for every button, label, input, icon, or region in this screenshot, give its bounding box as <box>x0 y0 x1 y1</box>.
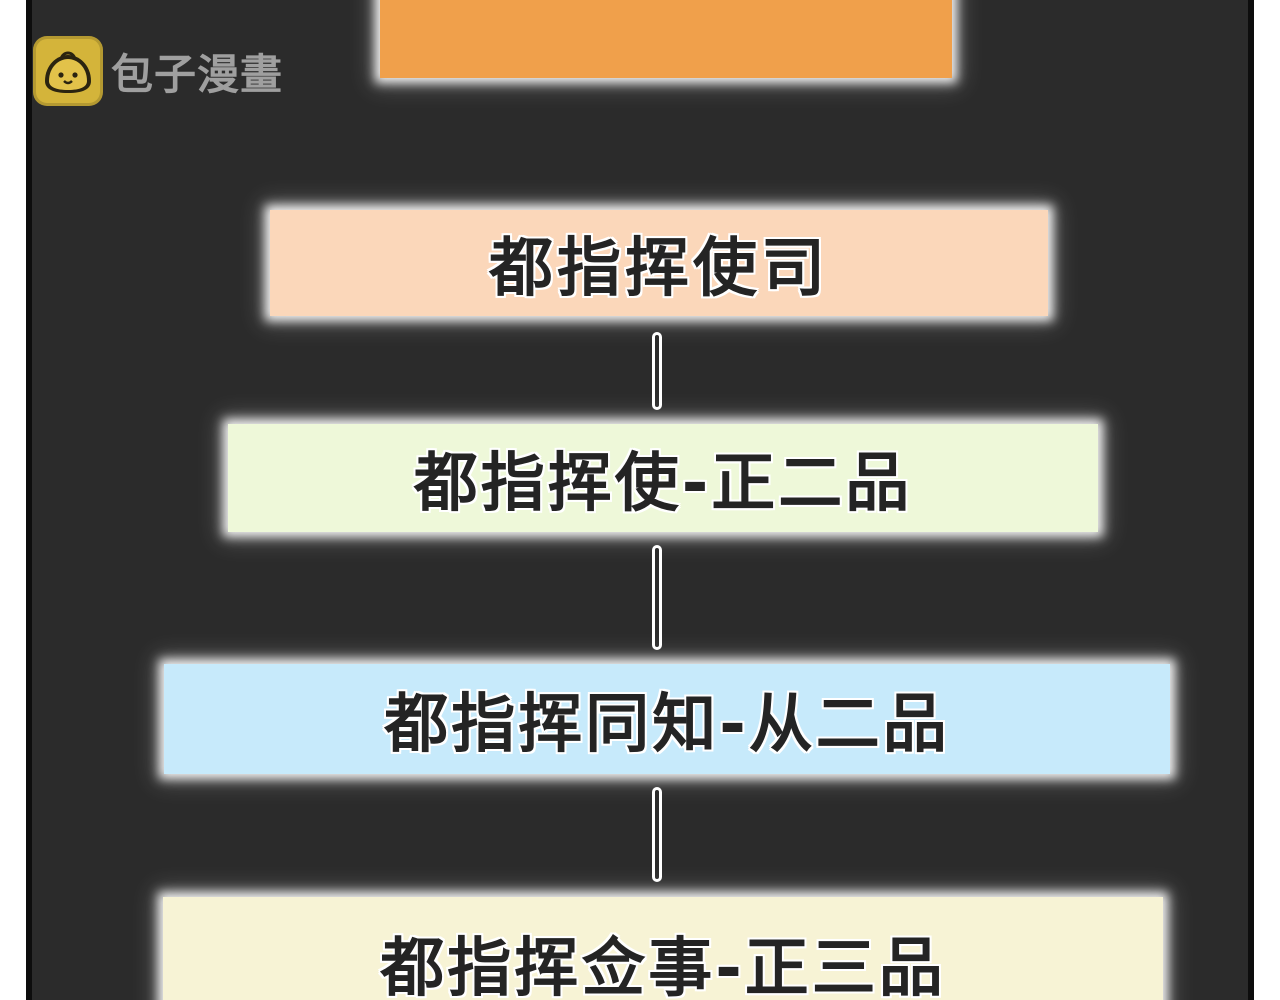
watermark: 包子漫畫 <box>33 36 283 106</box>
watermark-text: 包子漫畫 <box>111 49 284 99</box>
node-assistant-commander-label: 都指挥佥事-正三品 <box>380 932 946 1000</box>
bun-logo-icon <box>33 36 103 106</box>
node-vice-commander: 都指挥同知-从二品 <box>164 664 1170 774</box>
connector-line <box>652 332 662 410</box>
node-commandery: 都指挥使司 <box>270 210 1048 316</box>
node-vice-commander-label: 都指挥同知-从二品 <box>384 688 950 762</box>
node-commander-label: 都指挥使-正二品 <box>413 447 913 521</box>
node-commander: 都指挥使-正二品 <box>228 424 1098 532</box>
node-top-partial <box>380 0 952 78</box>
connector-line <box>652 545 662 650</box>
connector-line <box>652 787 662 882</box>
node-commandery-label: 都指挥使司 <box>489 232 829 306</box>
node-assistant-commander: 都指挥佥事-正三品 <box>163 897 1163 1000</box>
